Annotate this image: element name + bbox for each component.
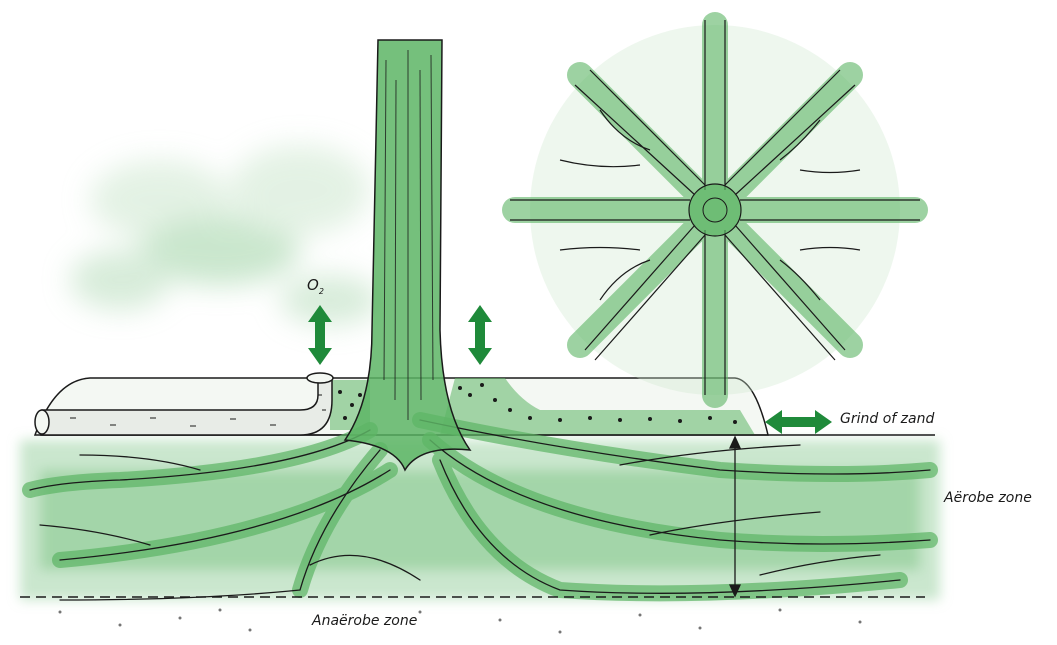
aerobe-zone-label: Aërobe zone — [944, 491, 1032, 505]
oxygen-subscript: 2 — [319, 287, 324, 296]
anaerobe-zone-label: Anaërobe zone — [312, 614, 417, 628]
grind-label: Grind of zand — [840, 412, 934, 426]
oxygen-symbol: O — [307, 276, 319, 294]
ground-speckles — [59, 609, 862, 634]
oxygen-label: O2 — [307, 278, 324, 296]
background-haze — [70, 145, 380, 325]
root-plan-view — [510, 20, 920, 395]
lateral-arrow-icon — [765, 410, 832, 434]
air-exchange-arrow-icon — [468, 305, 492, 365]
